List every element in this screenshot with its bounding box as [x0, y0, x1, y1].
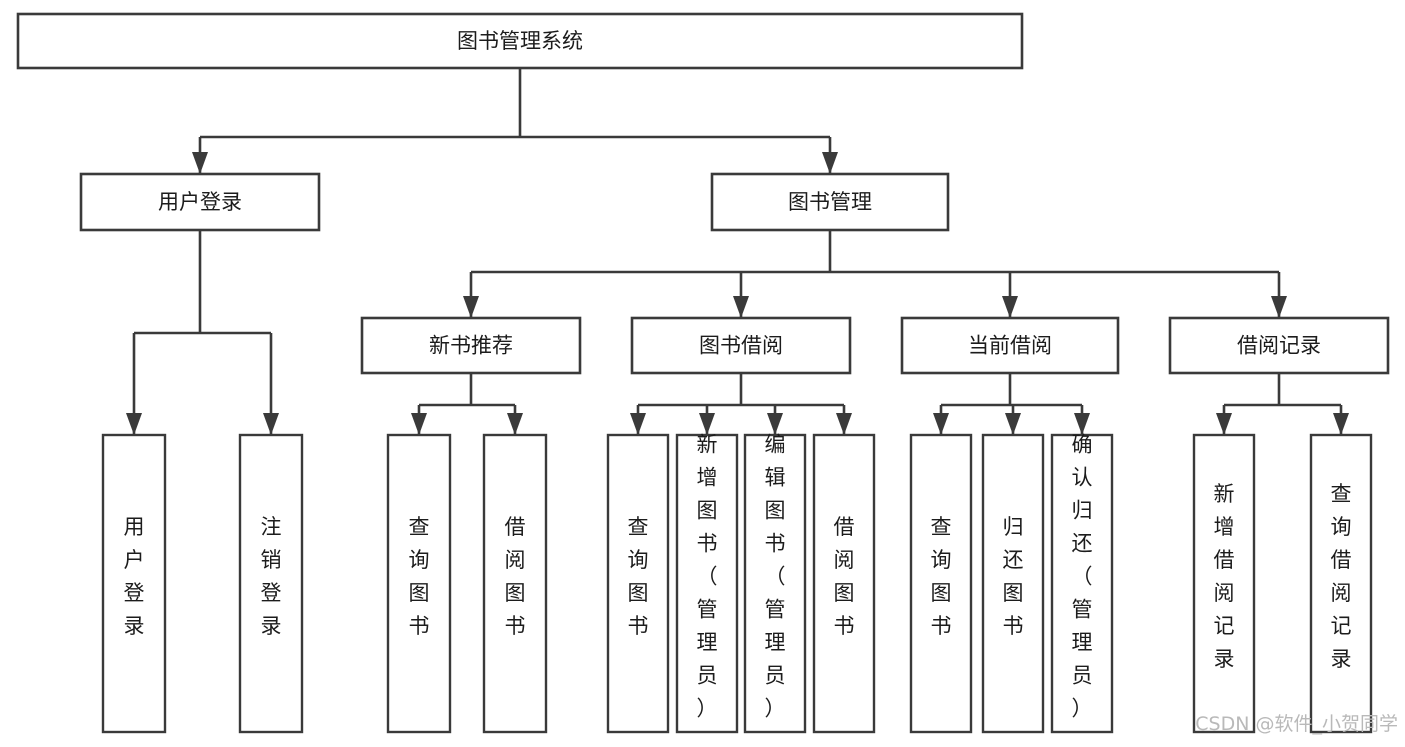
root-node-book-management-system-label: 图书管理系统: [457, 29, 583, 53]
leaf-node-leaf-query-book-recommend-box[interactable]: [386, 433, 452, 734]
leaf-node-leaf-logout[interactable]: 注销登录: [238, 433, 304, 734]
leaf-node-leaf-return-book-label: 归还图书: [1003, 515, 1024, 638]
level2-node-user-login[interactable]: 用户登录: [79, 172, 321, 232]
leaf-node-leaf-query-borrow-record-label: 查询借阅记录: [1331, 482, 1352, 671]
leaf-node-leaf-return-book[interactable]: 归还图书: [981, 433, 1045, 734]
leaf-node-leaf-query-book-recommend[interactable]: 查询图书: [386, 433, 452, 734]
leaf-node-leaf-confirm-return-admin[interactable]: 确认归还（管理员）: [1050, 433, 1114, 734]
leaf-node-leaf-edit-book-admin-box[interactable]: [743, 433, 807, 734]
level2-node-book-manage[interactable]: 图书管理: [710, 172, 950, 232]
leaf-node-leaf-user-login-box[interactable]: [101, 433, 167, 734]
leaf-node-leaf-borrow-book-box[interactable]: [812, 433, 876, 734]
leaf-node-leaf-add-book-admin-box[interactable]: [675, 433, 739, 734]
level3-node-new-book-recommend[interactable]: 新书推荐: [360, 316, 582, 375]
book-manage-arrow-3: [1271, 296, 1287, 318]
user-login-arrow-1: [263, 413, 279, 435]
new-book-recommend-arrow-1: [507, 413, 523, 435]
leaf-node-leaf-query-book-borrow[interactable]: 查询图书: [606, 433, 670, 734]
current-borrow-arrow-2: [1074, 413, 1090, 435]
leaf-node-leaf-borrow-book-recommend-box[interactable]: [482, 433, 548, 734]
level3-node-current-borrow[interactable]: 当前借阅: [900, 316, 1120, 375]
current-borrow-arrow-1: [1005, 413, 1021, 435]
book-borrow-arrow-2: [767, 413, 783, 435]
borrow-record-arrow-0: [1216, 413, 1232, 435]
level3-node-book-borrow[interactable]: 图书借阅: [630, 316, 852, 375]
book-manage-arrow-1: [733, 296, 749, 318]
leaf-node-leaf-edit-book-admin-label: 编辑图书（管理员）: [765, 433, 786, 721]
leaf-node-leaf-add-book-admin[interactable]: 新增图书（管理员）: [675, 433, 739, 734]
root-arrow-0: [192, 152, 208, 174]
leaf-node-leaf-logout-label: 注销登录: [261, 515, 282, 638]
leaf-node-leaf-borrow-book[interactable]: 借阅图书: [812, 433, 876, 734]
level3-node-new-book-recommend-label: 新书推荐: [429, 334, 513, 358]
leaf-node-leaf-query-book-current[interactable]: 查询图书: [909, 433, 973, 734]
leaf-node-leaf-borrow-book-recommend-label: 借阅图书: [505, 515, 526, 638]
new-book-recommend-arrow-0: [411, 413, 427, 435]
leaf-node-leaf-confirm-return-admin-box[interactable]: [1050, 433, 1114, 734]
book-manage-arrow-2: [1002, 296, 1018, 318]
level2-node-user-login-label: 用户登录: [158, 190, 242, 214]
level2-node-book-manage-label: 图书管理: [788, 190, 872, 214]
leaf-node-leaf-query-borrow-record[interactable]: 查询借阅记录: [1309, 433, 1373, 734]
level2-node-book-manage-box[interactable]: [710, 172, 950, 232]
book-borrow-arrow-3: [836, 413, 852, 435]
leaf-node-leaf-borrow-book-recommend[interactable]: 借阅图书: [482, 433, 548, 734]
level3-node-borrow-record[interactable]: 借阅记录: [1168, 316, 1390, 375]
book-borrow-arrow-0: [630, 413, 646, 435]
leaf-node-leaf-query-book-borrow-box[interactable]: [606, 433, 670, 734]
current-borrow-arrow-0: [933, 413, 949, 435]
level2-node-user-login-box[interactable]: [79, 172, 321, 232]
borrow-record-arrow-1: [1333, 413, 1349, 435]
leaf-node-leaf-borrow-book-label: 借阅图书: [834, 515, 855, 638]
book-manage-arrow-0: [463, 296, 479, 318]
root-arrow-1: [822, 152, 838, 174]
leaf-node-leaf-query-borrow-record-box[interactable]: [1309, 433, 1373, 734]
leaf-node-leaf-confirm-return-admin-label: 确认归还（管理员）: [1072, 433, 1093, 721]
leaf-node-leaf-add-borrow-record-label: 新增借阅记录: [1214, 482, 1235, 671]
leaf-node-leaf-logout-box[interactable]: [238, 433, 304, 734]
level3-node-borrow-record-label: 借阅记录: [1237, 334, 1321, 358]
leaf-node-leaf-query-book-borrow-label: 查询图书: [628, 515, 649, 638]
csdn-watermark: CSDN @软件_小贺同学: [1195, 713, 1398, 735]
leaf-node-leaf-query-book-current-label: 查询图书: [931, 515, 952, 638]
level3-node-new-book-recommend-box[interactable]: [360, 316, 582, 375]
leaf-node-leaf-add-borrow-record[interactable]: 新增借阅记录: [1192, 433, 1256, 734]
leaf-node-leaf-add-book-admin-label: 新增图书（管理员）: [697, 433, 718, 721]
level3-node-borrow-record-box[interactable]: [1168, 316, 1390, 375]
book-borrow-arrow-1: [699, 413, 715, 435]
leaf-node-leaf-edit-book-admin[interactable]: 编辑图书（管理员）: [743, 433, 807, 734]
node-layer: 图书管理系统用户登录图书管理新书推荐图书借阅当前借阅借阅记录用户登录注销登录查询…: [16, 12, 1390, 734]
root-node-book-management-system-box[interactable]: [16, 12, 1024, 70]
level3-node-current-borrow-label: 当前借阅: [968, 334, 1052, 358]
leaf-node-leaf-add-borrow-record-box[interactable]: [1192, 433, 1256, 734]
leaf-node-leaf-query-book-recommend-label: 查询图书: [409, 515, 430, 638]
level3-node-book-borrow-box[interactable]: [630, 316, 852, 375]
leaf-node-leaf-return-book-box[interactable]: [981, 433, 1045, 734]
root-node-book-management-system[interactable]: 图书管理系统: [16, 12, 1024, 70]
user-login-arrow-0: [126, 413, 142, 435]
level3-node-book-borrow-label: 图书借阅: [699, 334, 783, 358]
leaf-node-leaf-user-login-label: 用户登录: [124, 515, 145, 638]
level3-node-current-borrow-box[interactable]: [900, 316, 1120, 375]
leaf-node-leaf-user-login[interactable]: 用户登录: [101, 433, 167, 734]
leaf-node-leaf-query-book-current-box[interactable]: [909, 433, 973, 734]
connector-layer: [126, 68, 1349, 435]
